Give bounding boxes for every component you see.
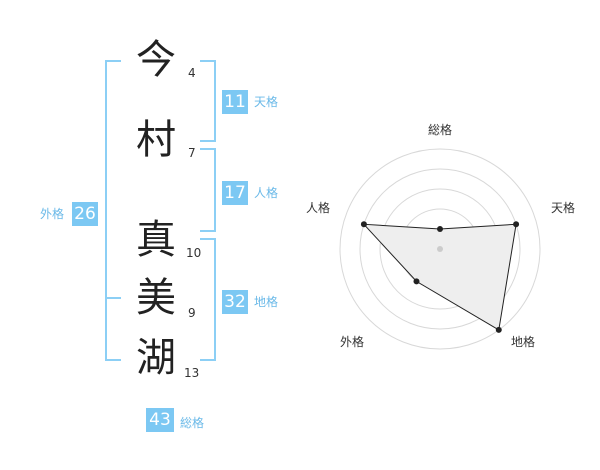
radar-ring bbox=[359, 168, 521, 330]
gaikaku-bracket-divider bbox=[105, 297, 121, 299]
stroke-count-5: 13 bbox=[184, 366, 200, 380]
name-char-2: 村 bbox=[136, 117, 176, 163]
jinkaku-label: 人格 bbox=[254, 186, 279, 200]
radar-point bbox=[413, 278, 420, 285]
stroke-count-4: 9 bbox=[188, 306, 196, 320]
radar-axis-label-3: 地格 bbox=[511, 334, 535, 349]
radar-polygon bbox=[362, 223, 517, 331]
tenkaku-value: 11 bbox=[222, 90, 248, 114]
stroke-count-3: 10 bbox=[186, 246, 202, 260]
radar-axis-label-5: 人格 bbox=[306, 200, 330, 215]
stroke-count-1: 4 bbox=[188, 66, 196, 80]
chikaku-value: 32 bbox=[222, 290, 248, 314]
radar-point bbox=[437, 226, 443, 232]
stroke-count-2: 7 bbox=[188, 146, 196, 160]
gaikaku-value: 26 bbox=[72, 202, 98, 226]
soukaku-value: 43 bbox=[146, 408, 174, 432]
radar-axis-label-2: 天格 bbox=[551, 200, 575, 215]
radar-ring bbox=[339, 148, 541, 350]
gaikaku-bracket bbox=[105, 60, 121, 361]
chikaku-bracket bbox=[200, 238, 216, 361]
radar-point bbox=[495, 326, 502, 333]
name-char-4: 美 bbox=[136, 275, 176, 321]
name-char-5: 湖 bbox=[136, 335, 176, 381]
radar-point bbox=[513, 221, 520, 228]
name-char-1: 今 bbox=[136, 37, 176, 83]
chikaku-label: 地格 bbox=[254, 295, 279, 309]
jinkaku-bracket bbox=[200, 148, 216, 232]
jinkaku-value: 17 bbox=[222, 181, 248, 205]
radar-center bbox=[437, 246, 443, 252]
gaikaku-label: 外格 bbox=[40, 207, 65, 221]
radar-axis-label-4: 外格 bbox=[340, 334, 364, 349]
soukaku-label: 総格 bbox=[180, 416, 205, 430]
name-char-3: 真 bbox=[136, 217, 176, 263]
tenkaku-bracket bbox=[200, 60, 216, 142]
radar-axis-label-1: 総格 bbox=[428, 122, 452, 137]
radar-point bbox=[360, 221, 367, 228]
tenkaku-label: 天格 bbox=[254, 95, 279, 109]
